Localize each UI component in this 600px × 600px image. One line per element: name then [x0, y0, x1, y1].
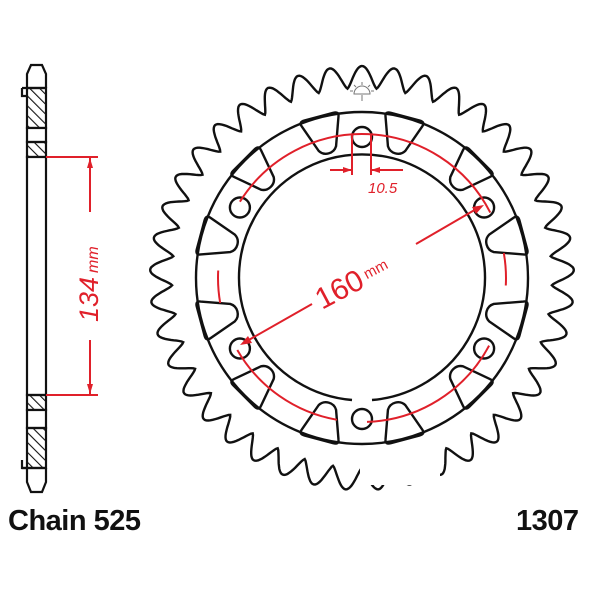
cutout	[230, 364, 276, 410]
side-profile	[20, 63, 48, 494]
sprocket-teeth	[148, 64, 576, 491]
cutout	[448, 364, 494, 410]
lightening-cutouts	[195, 111, 529, 445]
cutout	[230, 146, 276, 192]
cutout	[448, 146, 494, 192]
bolt-hole	[228, 337, 252, 360]
dimension-10-5-label: 10.5	[368, 180, 398, 197]
dimension-134	[46, 156, 98, 396]
bolt-hole	[472, 337, 496, 360]
bolt-holes	[228, 125, 496, 431]
image-artifact	[360, 455, 440, 485]
chain-size-label: Chain 525	[8, 505, 141, 537]
center-bore	[237, 153, 487, 402]
cutout	[384, 400, 425, 445]
cutout	[384, 111, 425, 156]
part-number-label: 1307	[516, 505, 579, 537]
bolt-hole	[228, 196, 252, 219]
bolt-hole	[350, 407, 374, 431]
outer-ring	[194, 110, 530, 446]
dimension-160-label: 160mm	[310, 250, 395, 316]
cutout	[195, 215, 240, 256]
cutout	[484, 215, 529, 256]
bolt-circle	[217, 133, 507, 423]
cutout	[299, 111, 340, 156]
dimension-134-label: 134mm	[74, 246, 104, 322]
sun-logo-icon	[350, 82, 374, 101]
cutout	[299, 400, 340, 445]
cutout	[195, 300, 240, 341]
cutout	[484, 300, 529, 341]
sprocket-front-view	[148, 64, 576, 491]
bolt-hole	[350, 125, 374, 149]
